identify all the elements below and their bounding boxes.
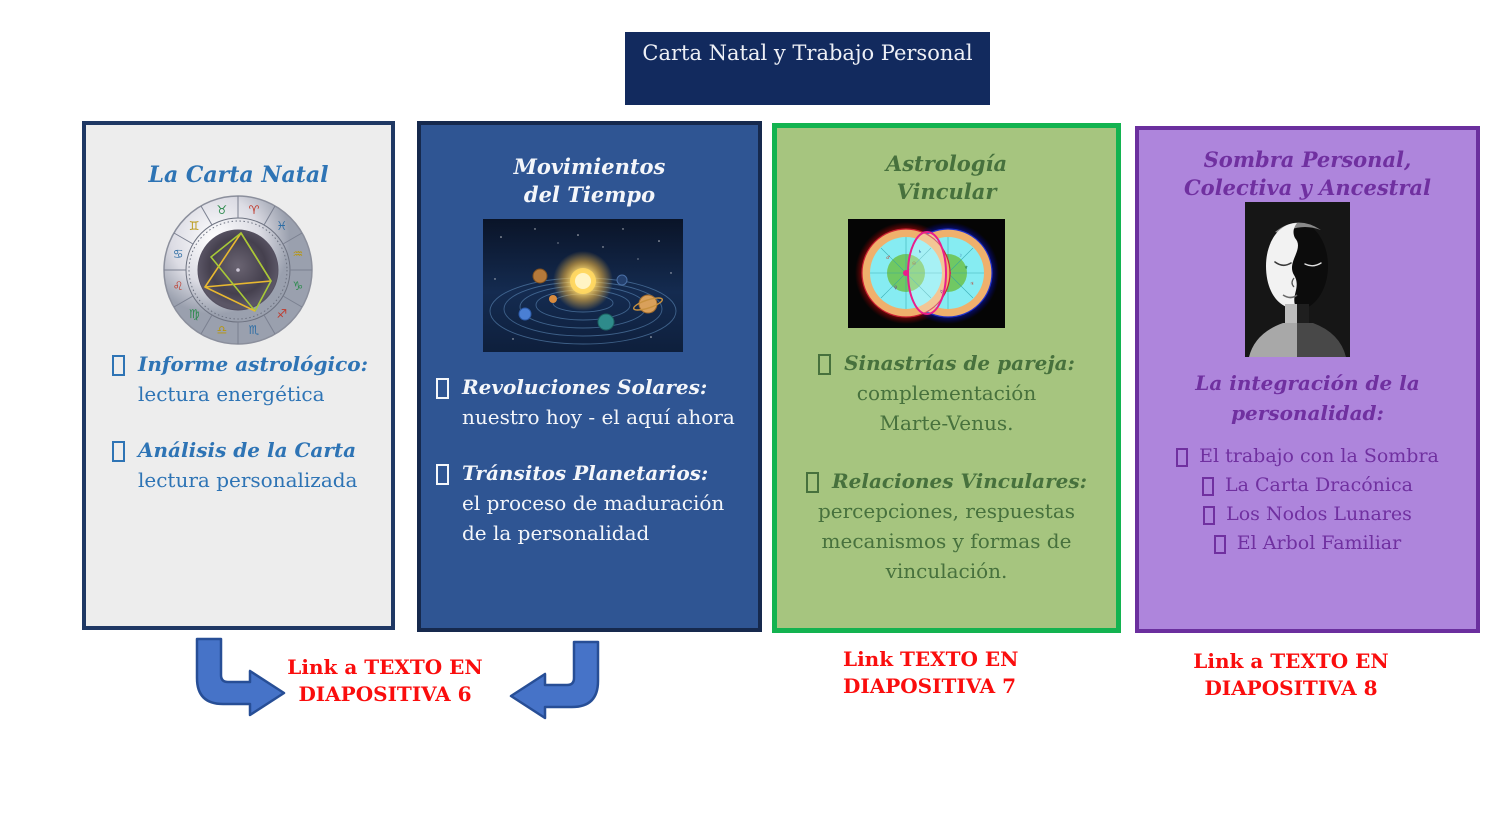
link-line: Link a TEXTO EN	[1193, 649, 1389, 673]
carta-natal-bullets: Informe astrológico: lectura energética …	[112, 349, 372, 521]
link-diapositiva-8[interactable]: Link a TEXTO EN DIAPOSITIVA 8	[1186, 648, 1396, 702]
box-bullet-icon	[818, 354, 832, 375]
svg-text:☽: ☽	[958, 253, 962, 259]
link-diapositiva-7[interactable]: Link TEXTO EN DIAPOSITIVA 7	[843, 646, 1063, 700]
title-line: Movimientos	[513, 154, 666, 179]
svg-text:♃: ♃	[970, 281, 974, 287]
box-bullet-icon	[1213, 535, 1226, 554]
list-item: Informe astrológico: lectura energética	[112, 349, 372, 409]
panel-movimientos-tiempo: Movimientos del Tiempo	[417, 121, 762, 632]
svg-text:♄: ♄	[918, 249, 922, 255]
box-bullet-icon	[436, 464, 449, 485]
svg-text:♒: ♒	[293, 247, 304, 261]
link-line: DIAPOSITIVA 7	[843, 674, 1017, 698]
svg-text:♑: ♑	[293, 279, 304, 293]
list-item: Relaciones Vinculares: percepciones, res…	[777, 466, 1116, 586]
link-line: DIAPOSITIVA 8	[1204, 676, 1378, 700]
item-label: La Carta Dracónica	[1225, 474, 1413, 496]
link-line: Link a TEXTO EN	[287, 655, 483, 679]
svg-text:♀: ♀	[894, 285, 897, 291]
item-label: El Arbol Familiar	[1236, 532, 1402, 554]
panel-carta-natal: La Carta Natal	[82, 121, 395, 630]
bullet-body: complementación Marte-Venus.	[856, 381, 1037, 435]
bullet-body: el proceso de maduración de la personali…	[462, 491, 725, 545]
sombra-items: El trabajo con la Sombra La Carta Dracón…	[1139, 442, 1476, 558]
panel-sombra-title: Sombra Personal, Colectiva y Ancestral	[1139, 146, 1476, 201]
bullet-body: lectura energética	[138, 382, 325, 406]
svg-text:♎: ♎	[217, 323, 228, 337]
sombra-subtitle: La integración de la personalidad:	[1139, 368, 1476, 428]
title-line: Colectiva y Ancestral	[1183, 174, 1432, 200]
bullet-body: percepciones, respuestas mecanismos y fo…	[817, 499, 1076, 583]
svg-text:♍: ♍	[189, 307, 200, 321]
list-item: El Arbol Familiar	[1139, 529, 1476, 558]
panel-sombra: Sombra Personal, Colectiva y Ancestral L…	[1135, 126, 1480, 633]
box-bullet-icon	[436, 378, 449, 399]
synastry-charts-image: ♂ ♄ ♀ ☉ ☽ ♃ ☿ ♆	[848, 219, 1005, 328]
list-item: Los Nodos Lunares	[1139, 500, 1476, 529]
half-shadow-face-image	[1245, 202, 1350, 357]
list-item: Análisis de la Carta lectura personaliza…	[112, 435, 372, 495]
svg-text:♋: ♋	[173, 247, 184, 261]
panel-movimientos-title: Movimientos del Tiempo	[421, 153, 758, 208]
box-bullet-icon	[112, 441, 125, 462]
panel-astrologia-vincular: Astrología Vincular	[772, 123, 1121, 633]
bullet-heading: Tránsitos Planetarios:	[462, 461, 709, 485]
bent-arrow-right-icon	[195, 637, 286, 717]
title-line: del Tiempo	[523, 181, 656, 207]
bullet-heading: Análisis de la Carta	[138, 438, 357, 462]
svg-text:♉: ♉	[217, 203, 228, 217]
svg-text:♌: ♌	[173, 279, 184, 293]
svg-text:♈: ♈	[249, 203, 260, 217]
svg-text:♓: ♓	[276, 219, 287, 233]
subtitle-line: personalidad:	[1231, 401, 1384, 425]
subtitle-line: La integración de la	[1195, 371, 1420, 395]
svg-text:♂: ♂	[886, 255, 890, 261]
box-bullet-icon	[112, 355, 125, 376]
slide-title: Carta Natal y Trabajo Personal	[642, 41, 973, 65]
bullet-heading: Relaciones Vinculares:	[832, 469, 1087, 493]
svg-text:♊: ♊	[189, 219, 200, 233]
bullet-heading: Informe astrológico:	[138, 352, 368, 376]
item-label: El trabajo con la Sombra	[1199, 445, 1439, 467]
bullet-body: nuestro hoy - el aquí ahora	[462, 405, 735, 429]
box-bullet-icon	[1202, 477, 1215, 496]
svg-text:☉: ☉	[912, 261, 916, 267]
panel-vincular-title: Astrología Vincular	[777, 150, 1116, 205]
vincular-bullets: Sinastrías de pareja: complementación Ma…	[777, 348, 1116, 614]
bullet-heading: Sinastrías de pareja:	[844, 351, 1075, 375]
title-line: Sombra Personal,	[1203, 147, 1412, 172]
bullet-heading: Revoluciones Solares:	[462, 375, 708, 399]
panel-carta-natal-title: La Carta Natal	[148, 162, 329, 188]
list-item: El trabajo con la Sombra	[1139, 442, 1476, 471]
solar-system-image	[483, 219, 683, 352]
title-line: Vincular	[896, 178, 997, 204]
box-bullet-icon	[1176, 448, 1189, 467]
link-line: DIAPOSITIVA 6	[298, 682, 472, 706]
svg-text:☿: ☿	[940, 289, 943, 295]
list-item: Sinastrías de pareja: complementación Ma…	[777, 348, 1116, 438]
bullet-body: lectura personalizada	[138, 468, 358, 492]
list-item: Tránsitos Planetarios: el proceso de mad…	[436, 458, 751, 548]
slide-title-banner: Carta Natal y Trabajo Personal	[625, 32, 990, 105]
link-line: Link TEXTO EN	[843, 647, 1019, 671]
svg-text:♐: ♐	[276, 307, 287, 321]
movimientos-bullets: Revoluciones Solares: nuestro hoy - el a…	[436, 372, 751, 574]
link-diapositiva-6[interactable]: Link a TEXTO EN DIAPOSITIVA 6	[275, 654, 495, 708]
bent-arrow-left-icon	[509, 640, 600, 720]
list-item: Revoluciones Solares: nuestro hoy - el a…	[436, 372, 751, 432]
box-bullet-icon	[1203, 506, 1216, 525]
title-line: Astrología	[885, 151, 1008, 176]
box-bullet-icon	[806, 472, 819, 493]
item-label: Los Nodos Lunares	[1226, 503, 1412, 525]
natal-chart-wheel-image: ♉ ♈ ♓ ♒ ♑ ♐ ♏ ♎ ♍ ♌ ♋ ♊	[163, 195, 313, 345]
svg-text:♏: ♏	[249, 323, 260, 337]
list-item: La Carta Dracónica	[1139, 471, 1476, 500]
svg-text:♆: ♆	[964, 265, 968, 271]
